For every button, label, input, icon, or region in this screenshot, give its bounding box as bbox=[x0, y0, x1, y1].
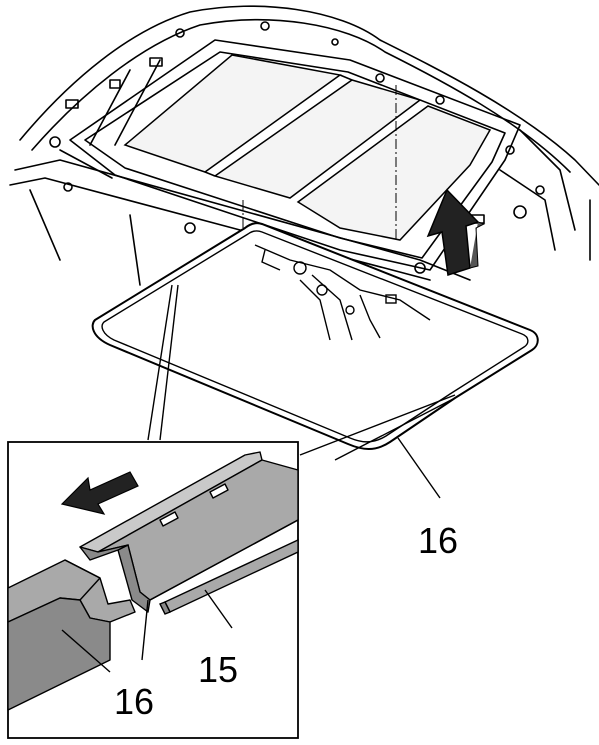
detail-inset: 16 15 bbox=[7, 441, 299, 739]
roof-opening-detail bbox=[254, 244, 431, 341]
callout-seal-inset: 16 bbox=[114, 681, 154, 722]
arrow-up-icon bbox=[426, 188, 486, 276]
callout-trim-inset: 15 bbox=[198, 649, 238, 690]
roof-frame bbox=[9, 5, 599, 286]
sunroof-seal-ring bbox=[91, 222, 539, 450]
leader-lines bbox=[147, 284, 456, 499]
callout-seal-main: 16 bbox=[418, 520, 458, 561]
roof-glass-panels bbox=[123, 54, 492, 241]
seal-channel-profile bbox=[79, 451, 299, 613]
trim-strip bbox=[159, 538, 299, 615]
inset-leader-lines bbox=[61, 589, 233, 673]
seal-end-section bbox=[7, 559, 136, 711]
arrow-down-left-icon bbox=[60, 471, 139, 515]
